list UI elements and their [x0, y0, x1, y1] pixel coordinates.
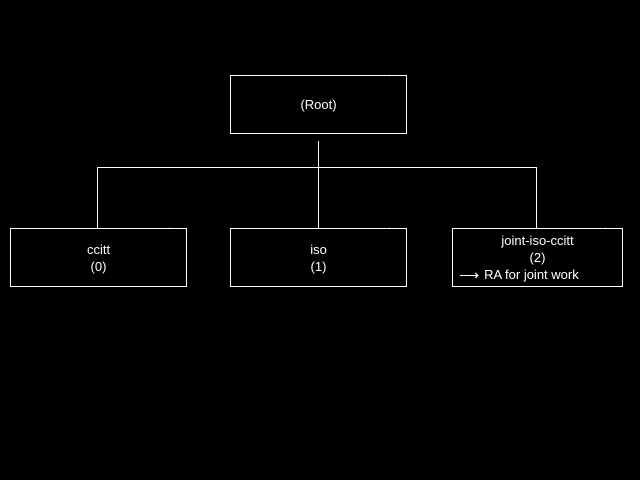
node-label-line-1: (2) [529, 250, 546, 265]
node-label-line-0: iso [310, 241, 327, 257]
joint-iso-ccitt-node[interactable]: joint-iso-ccitt (2) ⟶ RA for joint work [452, 227, 623, 287]
node-face: ccitt(0) [10, 228, 187, 287]
node-face: joint-iso-ccitt (2) ⟶ RA for joint work [452, 228, 623, 287]
node-label-line-0: (Root) [300, 97, 337, 112]
node-label-line-1: (1) [310, 258, 327, 274]
ccitt-node[interactable]: ccitt(0) [10, 227, 187, 287]
root-node[interactable]: (Root) [230, 74, 407, 134]
right-arrow-icon: ⟶ [459, 266, 480, 283]
node-label-line-1: (0) [90, 258, 107, 274]
iso-node[interactable]: iso(1) [230, 227, 407, 287]
node-label-line-0: joint-iso-ccitt [501, 233, 574, 248]
node-face: (Root) [230, 75, 407, 134]
node-label-line-2: ⟶ RA for joint work [453, 266, 622, 283]
node-label-text: RA for joint work [484, 267, 579, 282]
node-face: iso(1) [230, 228, 407, 287]
node-label-line-0: ccitt [86, 241, 111, 257]
